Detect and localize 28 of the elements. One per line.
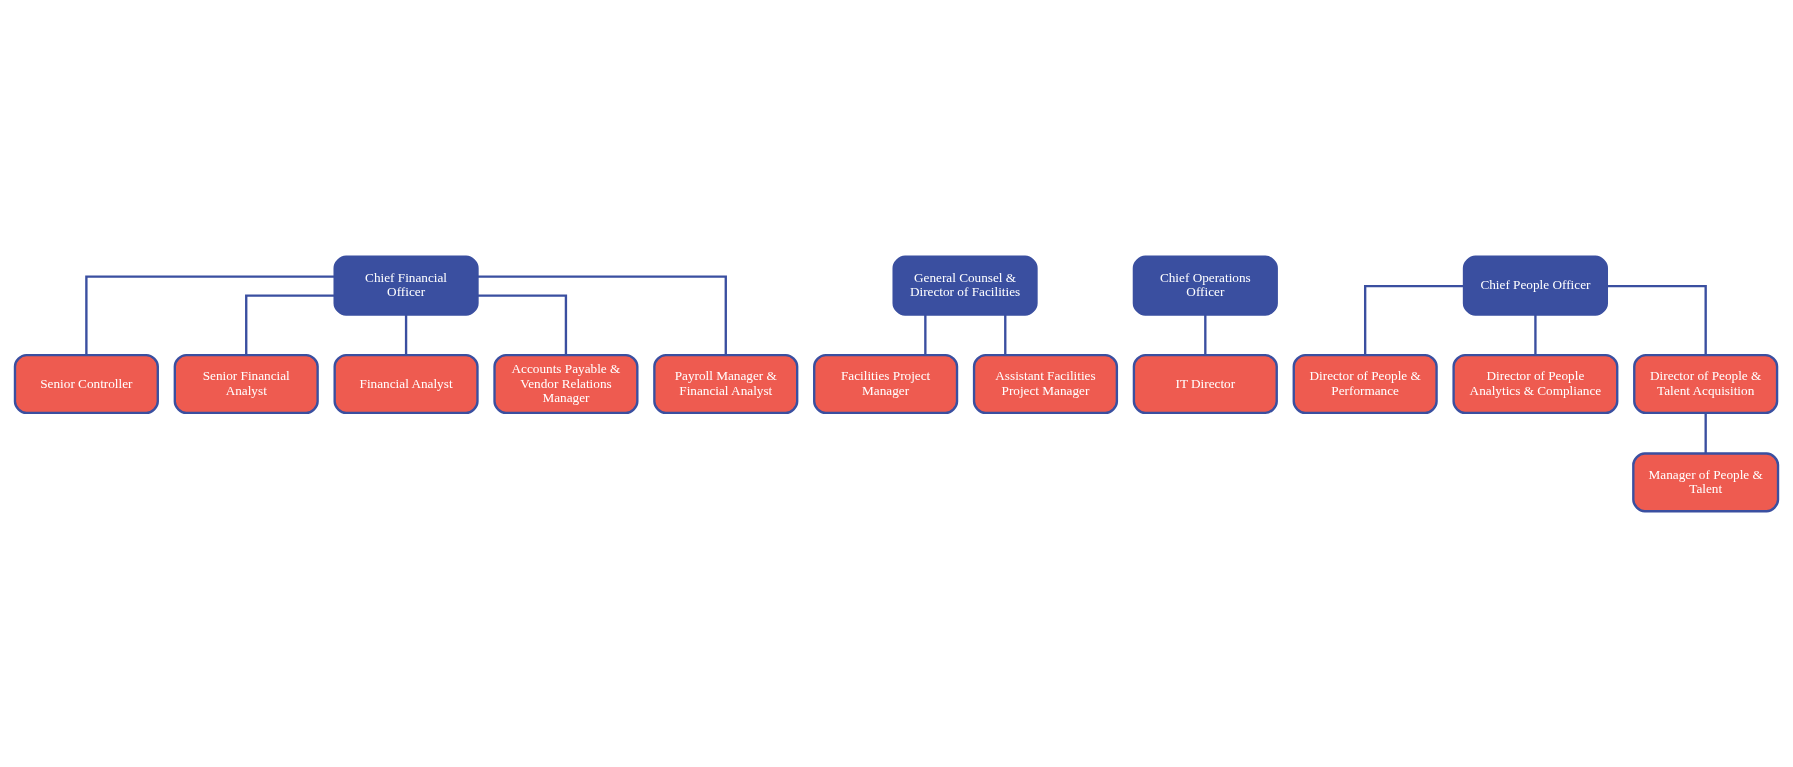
connector: [1004, 314, 1007, 355]
node-box: Chief People Officer: [1462, 255, 1608, 316]
connector: [477, 274, 727, 355]
node-box: Senior Controller: [13, 353, 159, 414]
node-box: Manager of People & Talent: [1632, 451, 1780, 512]
node-box: General Counsel & Director of Facilities: [892, 255, 1038, 316]
node-box: Chief Operations Officer: [1132, 255, 1278, 316]
connector: [1204, 314, 1207, 355]
connector: [404, 314, 408, 355]
connector: [924, 314, 927, 355]
node-box: Senior Financial Analyst: [173, 353, 319, 414]
connector: [477, 293, 568, 355]
node-box: Payroll Manager & Financial Analyst: [653, 353, 799, 414]
node-box: IT Director: [1132, 353, 1278, 414]
node-box: Financial Analyst: [333, 353, 479, 414]
node-box: Director of People & Talent Acquisition: [1633, 353, 1779, 414]
node-box: Accounts Payable & Vendor Relations Manager: [493, 353, 639, 414]
connector: [245, 293, 335, 355]
connector: [1364, 284, 1464, 355]
node-box: Assistant Facilities Project Manager: [972, 353, 1119, 414]
node-box: Director of People Analytics & Compliance: [1452, 353, 1619, 414]
connector: [1606, 284, 1707, 355]
connector: [1534, 314, 1537, 355]
node-box: Director of People & Performance: [1292, 353, 1438, 414]
connector: [1704, 412, 1707, 453]
node-box: Chief Financial Officer: [333, 255, 479, 316]
node-box: Facilities Project Manager: [813, 353, 959, 414]
connector: [85, 274, 335, 355]
